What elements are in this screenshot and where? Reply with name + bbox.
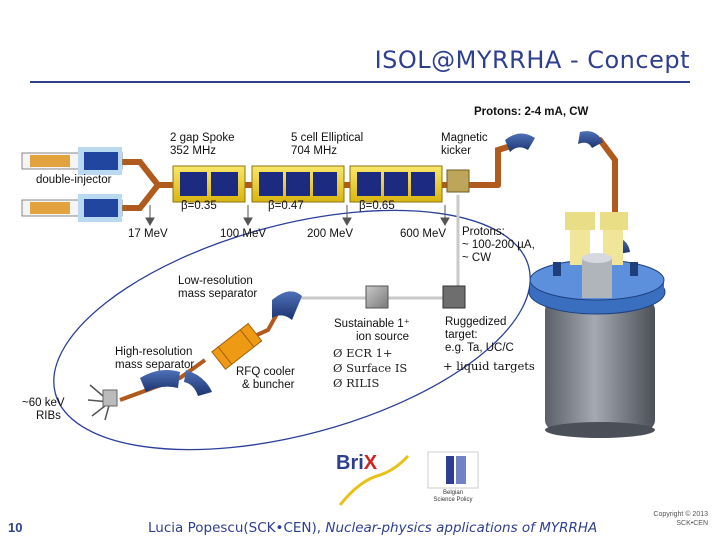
- ellipse-outline: [53, 209, 531, 451]
- bullet-arrow-icon: Ø: [333, 361, 343, 375]
- spoke-cavity: [172, 165, 246, 203]
- elliptical-label-1: 5 cell Elliptical: [291, 132, 364, 144]
- beta-label-1: β=0.35: [181, 200, 217, 212]
- highres-label-2: mass separator: [115, 359, 195, 371]
- ribs-label-2: RIBs: [36, 410, 61, 422]
- kicker-label-1: Magnetic: [441, 132, 488, 144]
- brix-logo: BriX: [336, 452, 378, 474]
- target-label-4: + liquid targets: [443, 359, 535, 373]
- beta-label-2: β=0.47: [268, 200, 304, 212]
- elliptical-cavity-2: [349, 165, 443, 203]
- brix-wave-icon: [338, 454, 410, 506]
- protons-side-label-3: ~ CW: [462, 252, 492, 264]
- ion-source-box: [365, 285, 389, 309]
- target-label-3: e.g. Ta, UC/C: [445, 342, 514, 354]
- magnetic-kicker: [446, 169, 470, 193]
- lowres-label-2: mass separator: [178, 288, 258, 300]
- rfq-cooler: [211, 322, 263, 370]
- reactor-vessel: [528, 212, 666, 438]
- bullet-arrow-icon: Ø: [333, 376, 343, 390]
- rib-switch: [102, 389, 118, 407]
- injector-top: [21, 147, 123, 175]
- kicker-label-2: kicker: [441, 145, 472, 157]
- energy-label-600: 600 MeV: [400, 228, 447, 240]
- bullet-arrow-icon: Ø: [333, 346, 343, 360]
- elliptical-cavity-1: [251, 165, 345, 203]
- page-number: 10: [8, 520, 23, 535]
- highres-label-1: High-resolution: [115, 346, 193, 358]
- ion-source-label-1: Sustainable 1⁺: [334, 318, 410, 330]
- bend-magnet-1: [505, 133, 535, 152]
- target-label-1: Ruggedized: [445, 316, 507, 328]
- energy-label-100: 100 MeV: [220, 228, 267, 240]
- highres-magnet-1: [140, 370, 180, 392]
- target-label-2: target:: [445, 329, 478, 341]
- rfq-label-1: RFQ cooler: [236, 366, 295, 378]
- spoke-label-1: 2 gap Spoke: [170, 132, 235, 144]
- injector-bottom: [21, 194, 123, 222]
- beta-label-3: β=0.65: [359, 200, 395, 212]
- target-box: [442, 285, 466, 309]
- injector-label: double-injector: [36, 174, 112, 186]
- rfq-label-2: & buncher: [242, 379, 295, 391]
- protons-top-label: Protons: 2-4 mA, CW: [474, 106, 589, 118]
- ribs-label-1: ~60 keV: [22, 397, 65, 409]
- spoke-label-2: 352 MHz: [170, 145, 217, 157]
- energy-arrows: [145, 205, 450, 227]
- lowres-label-1: Low-resolution: [178, 275, 253, 287]
- energy-label-200: 200 MeV: [307, 228, 354, 240]
- ion-source-label-2: ion source: [356, 331, 410, 343]
- title-rule: [30, 81, 690, 83]
- lowres-magnet: [272, 291, 302, 320]
- footer-citation: Lucia Popescu(SCK•CEN), Nuclear-physics …: [148, 520, 598, 536]
- elliptical-label-2: 704 MHz: [291, 145, 338, 157]
- bend-magnet-2: [578, 131, 603, 148]
- ion-source-list-item: Ø ECR 1+: [333, 346, 393, 360]
- highres-magnet-2: [184, 370, 212, 396]
- ion-source-list-item: Ø RILIS: [333, 376, 380, 390]
- slide-title: ISOL@MYRRHA - Concept: [374, 46, 690, 74]
- energy-label-17: 17 MeV: [128, 228, 168, 240]
- protons-side-label-1: Protons:: [462, 226, 505, 238]
- protons-side-label-2: ~ 100-200 µA,: [462, 239, 535, 251]
- ion-source-list-item: Ø Surface IS: [333, 361, 408, 375]
- belgian-science-logo: [427, 451, 479, 489]
